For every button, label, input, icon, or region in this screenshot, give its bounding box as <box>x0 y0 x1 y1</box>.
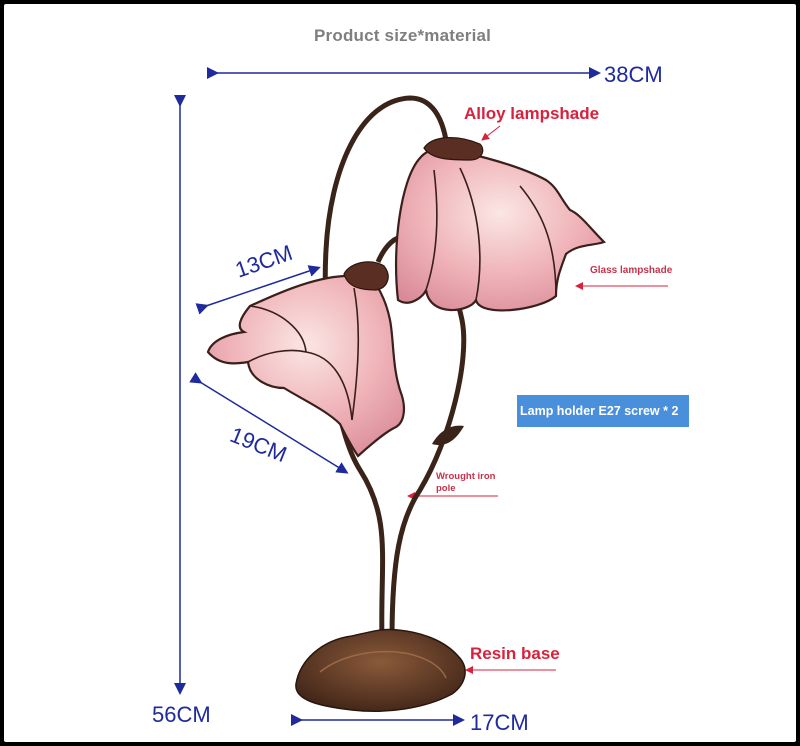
resin-base <box>295 628 466 712</box>
product-diagram: Product size*material 38CM 13CM 19CM 56C… <box>4 4 796 742</box>
alloy-cap-back <box>423 137 484 161</box>
dimension-17cm: 17CM <box>470 710 529 735</box>
dimension-56cm: 56CM <box>152 702 211 727</box>
dimension-38cm: 38CM <box>604 62 663 87</box>
label-lamp-holder: Lamp holder E27 screw * 2 <box>517 395 689 427</box>
label-alloy-lampshade: Alloy lampshade <box>464 104 600 123</box>
alloy-cap-front <box>343 261 389 291</box>
leaf <box>432 425 464 446</box>
label-glass-lampshade: Glass lampshade <box>590 265 673 276</box>
label-wrought-iron-pole: Wrought iron pole <box>436 471 496 494</box>
label-resin-base: Resin base <box>470 644 560 663</box>
page-title: Product size*material <box>314 26 492 45</box>
glass-lampshade-back <box>394 146 607 312</box>
lamp-illustration <box>174 67 668 726</box>
dimension-line-13cm <box>195 265 321 315</box>
callout-line-alloy <box>481 125 501 141</box>
dimension-line-19cm <box>189 372 349 474</box>
glass-lampshade-front <box>206 270 405 458</box>
